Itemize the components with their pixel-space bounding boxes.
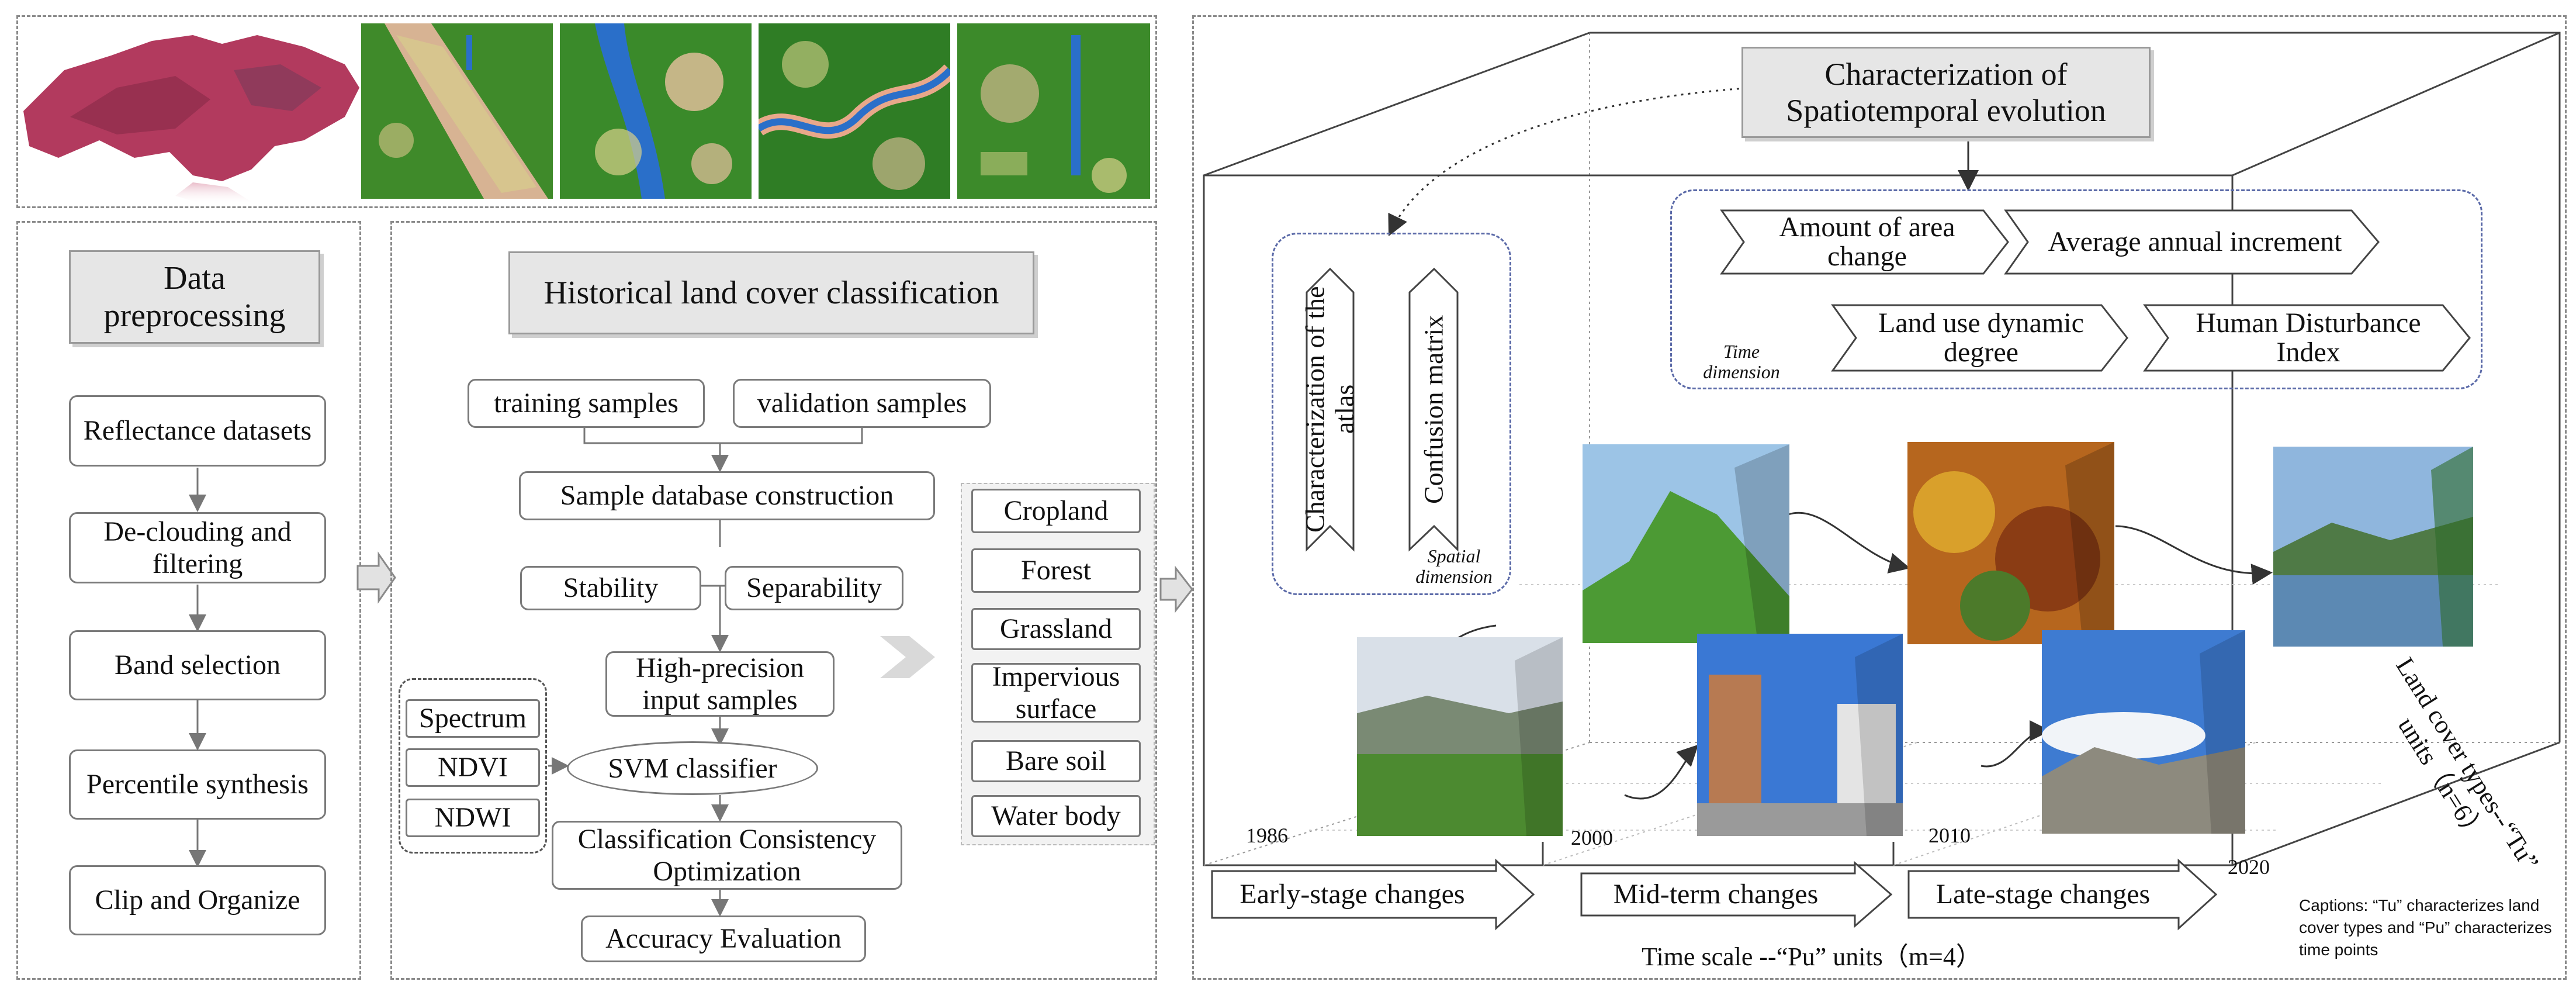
- stage-late: Late-stage changes: [1936, 878, 2151, 910]
- classification-panel: [390, 221, 1157, 980]
- consistency-optimization-box: Classification Consistency Optimization: [552, 821, 902, 890]
- stage-early: Early-stage changes: [1239, 878, 1465, 910]
- feature-group: [399, 678, 547, 854]
- photo-cropland: [1357, 637, 1563, 836]
- step-de-clouding: De-clouding and filtering: [69, 512, 326, 583]
- class-bare-soil: Bare soil: [971, 740, 1141, 782]
- photo-bare-rocks: [2042, 630, 2245, 834]
- class-impervious-surface: Impervious surface: [971, 661, 1141, 724]
- year-2010: 2010: [1928, 824, 1971, 847]
- time-scale-label: Time scale --“Pu” units（m=4）: [1642, 942, 1982, 971]
- spatial-dimension-label: Spatial dimension: [1415, 545, 1493, 588]
- land-cover-map-4: [957, 23, 1150, 199]
- characterization-atlas-label: Characterization of the atlas: [1300, 286, 1359, 533]
- photo-mountain-lake: [2273, 447, 2473, 647]
- class-forest: Forest: [971, 548, 1141, 593]
- top-image-strip: [16, 15, 1157, 208]
- year-2000: 2000: [1571, 826, 1613, 849]
- photo-urban-street: [1697, 634, 1903, 836]
- time-dimension-label: Time dimension: [1703, 341, 1780, 383]
- step-clip-organize: Clip and Organize: [69, 865, 326, 935]
- annual-increment-label: Average annual increment: [2048, 226, 2342, 257]
- training-samples-box: training samples: [468, 379, 705, 428]
- photo-autumn-forest: [1907, 442, 2114, 644]
- dynamic-degree-label: Land use dynamic degree: [1878, 307, 2084, 368]
- step-band-selection: Band selection: [69, 630, 326, 700]
- svm-classifier-ellipse: SVM classifier: [567, 741, 818, 795]
- photo-grassland-hill: [1583, 444, 1789, 643]
- disturbance-index-label: Human Disturbance Index: [2196, 307, 2421, 368]
- high-precision-samples-box: High-precision input samples: [605, 651, 835, 717]
- step-percentile-synthesis: Percentile synthesis: [69, 749, 326, 820]
- area-change-label: Amount of area change: [1779, 211, 1955, 272]
- feature-ndwi: NDWI: [406, 799, 540, 837]
- class-cropland: Cropland: [971, 489, 1141, 533]
- class-grassland: Grassland: [971, 608, 1141, 650]
- stability-box: Stability: [520, 566, 701, 610]
- feature-spectrum: Spectrum: [406, 699, 540, 738]
- spatial-dimension-group: [1272, 233, 1511, 595]
- class-water-body: Water body: [971, 795, 1141, 837]
- land-cover-map-1: [361, 23, 553, 199]
- feature-ndvi: NDVI: [406, 748, 540, 787]
- cube-panel: [1192, 15, 2567, 980]
- year-1986: 1986: [1246, 824, 1288, 847]
- land-cover-map-2: [560, 23, 752, 199]
- validation-samples-box: validation samples: [733, 379, 991, 428]
- sample-database-box: Sample database construction: [519, 471, 935, 520]
- separability-box: Separability: [725, 566, 903, 610]
- cube-title: Characterization of Spatiotemporal evolu…: [1741, 47, 2151, 138]
- year-2020: 2020: [2228, 855, 2270, 879]
- step-reflectance-datasets: Reflectance datasets: [69, 395, 326, 467]
- stage-mid: Mid-term changes: [1613, 878, 1819, 910]
- classification-title: Historical land cover classification: [508, 251, 1034, 334]
- confusion-matrix-label: Confusion matrix: [1418, 315, 1449, 504]
- caption-text: Captions: “Tu” characterizes land cover …: [2299, 896, 2552, 959]
- time-dimension-group: [1670, 189, 2482, 389]
- preprocessing-title: Data preprocessing: [69, 250, 320, 344]
- accuracy-evaluation-box: Accuracy Evaluation: [581, 915, 866, 962]
- land-cover-map-3: [759, 23, 950, 199]
